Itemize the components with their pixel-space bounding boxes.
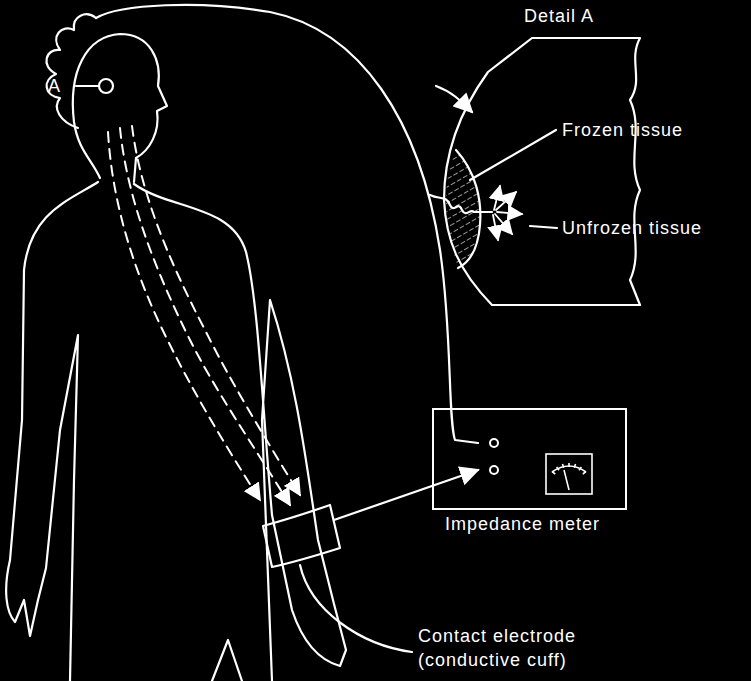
heat-arrow (496, 192, 516, 210)
body-left (6, 182, 98, 681)
detail-tissue-outline (444, 38, 640, 305)
heat-arrow (497, 212, 522, 214)
part-label: Frozen tissue (562, 118, 683, 142)
detail-title: Detail A (524, 4, 594, 28)
gauge-icon (546, 454, 592, 494)
probe-wire (96, 5, 478, 443)
cuff-wire (334, 470, 478, 520)
meter-housing (432, 408, 627, 510)
part-label: Contact electrode (conductive cuff) (418, 624, 623, 673)
hair-curls (46, 14, 96, 128)
part-label: Unfrozen tissue (562, 216, 702, 240)
detail-wire-arrow (436, 86, 472, 112)
meter-box: Impedance meter (418, 408, 627, 535)
unfrozen-leader (530, 226, 557, 228)
heat-arrow (493, 215, 498, 240)
conductive-cuff (263, 505, 340, 567)
heat-arrow (495, 214, 512, 234)
terminal (490, 466, 498, 474)
current-flow-arrow (120, 128, 290, 505)
current-flow-arrow (108, 132, 260, 500)
meter-face (434, 410, 625, 508)
current-flow-arrow (132, 126, 300, 495)
head-outline (73, 34, 167, 182)
meter-label: Impedance meter (418, 514, 627, 535)
probe-leader (76, 85, 99, 87)
frozen-tissue-hatch (446, 150, 480, 268)
callout-letter: A (48, 74, 61, 98)
eye-probe (99, 79, 113, 93)
cuff-leader (300, 565, 412, 652)
legs (212, 640, 242, 681)
body-right (134, 184, 346, 681)
terminal (490, 439, 498, 447)
frozen-leader (470, 130, 556, 180)
